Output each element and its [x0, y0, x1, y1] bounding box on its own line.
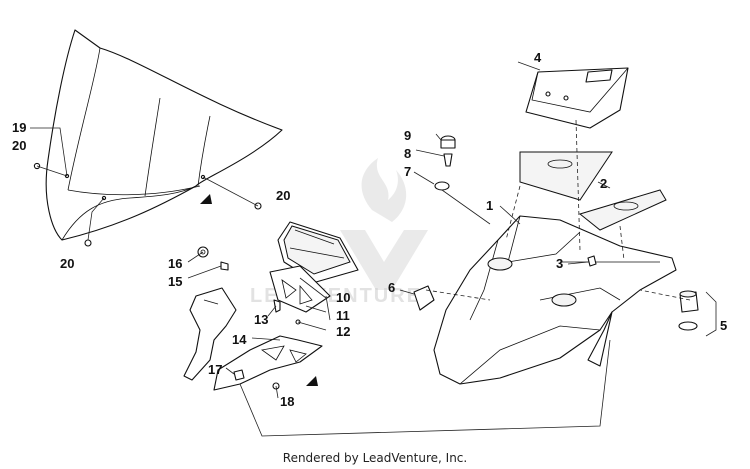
callout-15: 15	[168, 274, 182, 289]
grommet-7[interactable]	[434, 181, 450, 191]
callout-14: 14	[232, 332, 247, 347]
callout-20-left: 20	[12, 138, 26, 153]
screw-13[interactable]	[273, 299, 281, 313]
screw-3[interactable]	[587, 255, 597, 267]
callout-20-bottom: 20	[60, 256, 74, 271]
footer-credit: Rendered by LeadVenture, Inc.	[282, 451, 468, 465]
callout-2: 2	[600, 176, 607, 191]
callout-7: 7	[404, 164, 411, 179]
leader-lines	[30, 61, 717, 437]
callout-20-right: 20	[276, 188, 290, 203]
accessory-plug-part[interactable]	[678, 290, 699, 331]
screw-17[interactable]	[233, 369, 245, 381]
callout-18: 18	[280, 394, 294, 409]
callout-17: 17	[208, 362, 222, 377]
callout-1: 1	[486, 198, 493, 213]
screw-20-right[interactable]	[202, 176, 262, 210]
callout-3: 3	[556, 256, 563, 271]
dash-housing-part[interactable]	[433, 215, 677, 385]
storage-box-part[interactable]	[525, 67, 629, 129]
screw-20-left[interactable]	[33, 162, 68, 177]
lens-cover-part[interactable]	[519, 151, 667, 231]
windshield-part[interactable]	[45, 29, 283, 241]
callout-6: 6	[388, 280, 395, 295]
arrow-marker-windshield	[200, 194, 212, 204]
callout-11: 11	[336, 308, 350, 323]
callout-16: 16	[168, 256, 182, 271]
callout-5: 5	[720, 318, 727, 333]
bolt-8[interactable]	[443, 153, 453, 167]
gauge-bracket-part[interactable]	[269, 265, 331, 313]
callout-10: 10	[336, 290, 350, 305]
callout-8: 8	[404, 146, 411, 161]
cap-9[interactable]	[440, 135, 456, 149]
callout-4: 4	[534, 50, 542, 65]
bolt-15[interactable]	[220, 261, 229, 271]
callout-13: 13	[254, 312, 268, 327]
callout-19: 19	[12, 120, 26, 135]
arrow-marker-bracket	[306, 376, 318, 386]
callout-9: 9	[404, 128, 411, 143]
screw-20-bottom[interactable]	[84, 197, 105, 247]
sensor-6[interactable]	[413, 285, 435, 311]
callout-12: 12	[336, 324, 350, 339]
